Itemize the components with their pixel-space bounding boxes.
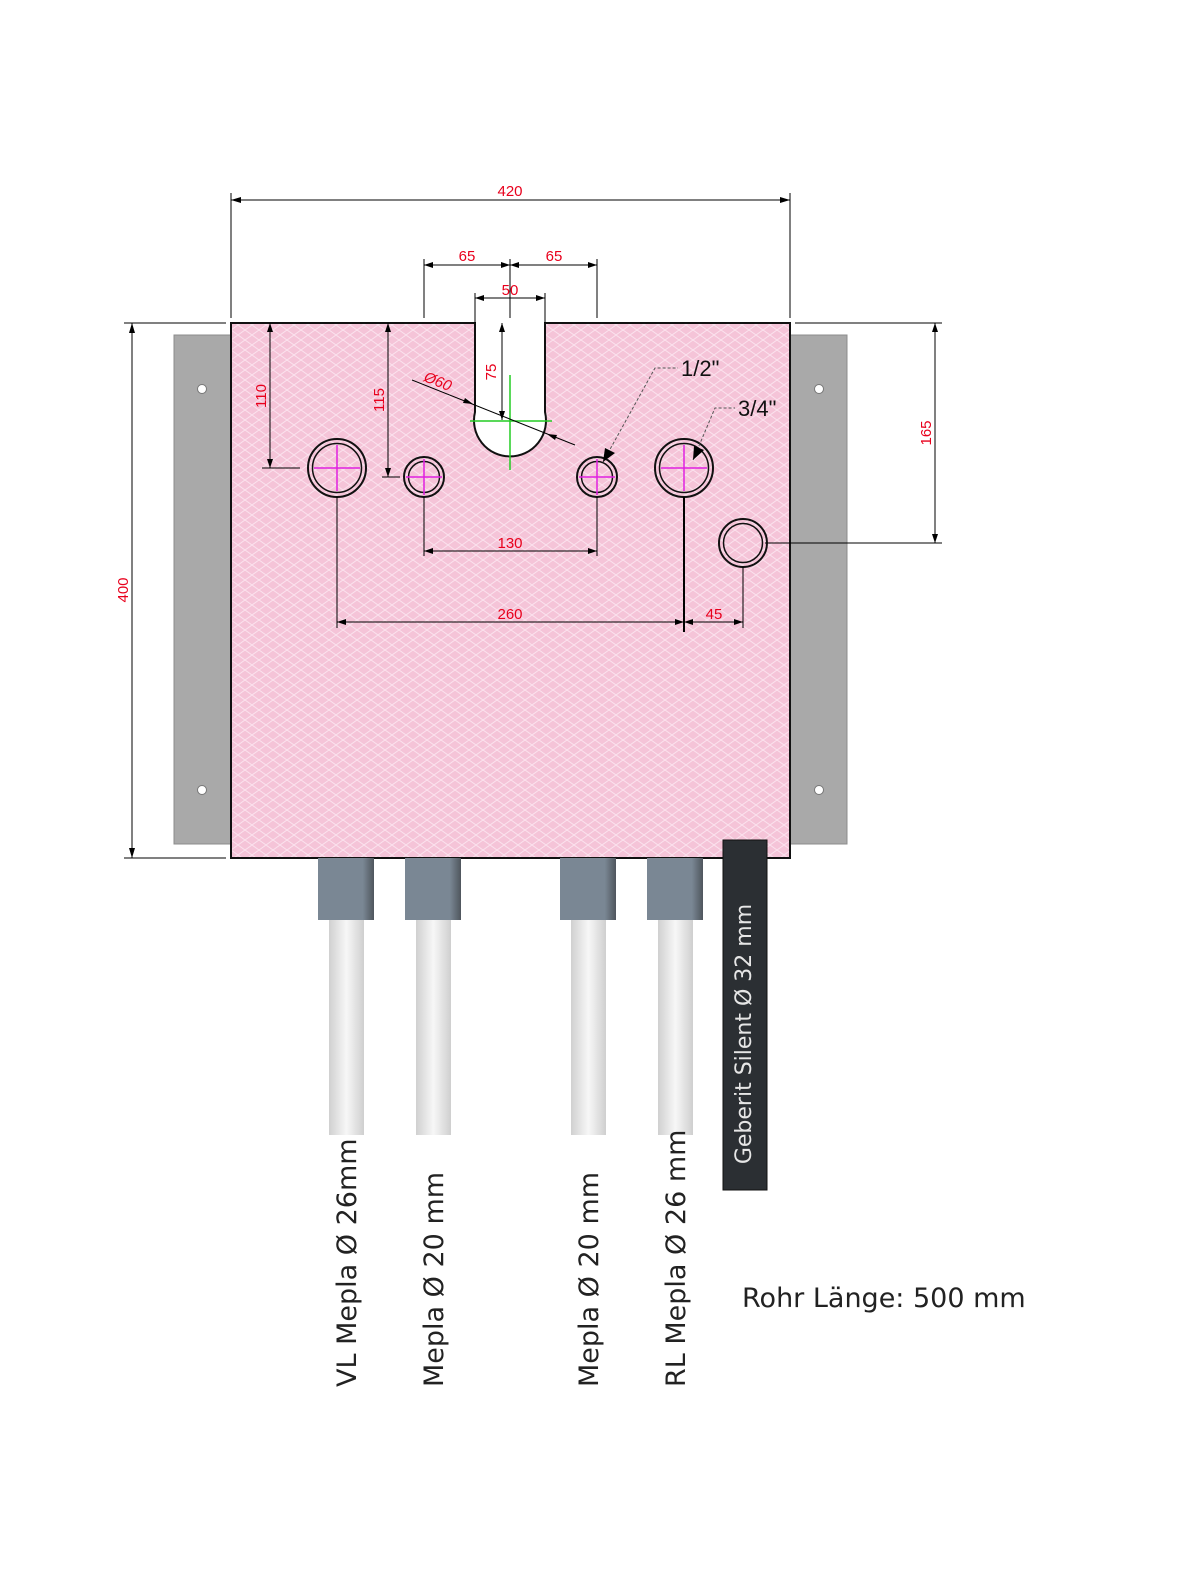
dim-label-165: 165 xyxy=(918,420,935,445)
screw-hole xyxy=(814,384,824,394)
hole-rl-26 xyxy=(654,438,714,498)
dim-label-75: 75 xyxy=(483,364,500,381)
dimension-slot-depth: 75 xyxy=(483,323,505,420)
screw-hole xyxy=(197,785,207,795)
dim-label-65-left: 65 xyxy=(459,248,476,265)
hole-vl-26 xyxy=(307,438,367,498)
dimension-overall-height: 400 xyxy=(115,322,226,859)
callout-label-three-quarter-inch: 3/4" xyxy=(738,396,776,421)
pipe-vl-mepla-26 xyxy=(318,858,374,1135)
dim-label-130: 130 xyxy=(497,535,522,552)
dimension-height-110: 110 xyxy=(253,323,300,469)
dimension-spacing-130: 130 xyxy=(423,497,598,556)
pipe-label-vl: VL Mepla Ø 26mm xyxy=(332,1138,363,1387)
dimension-overall-width: 420 xyxy=(230,183,791,318)
pipe-mepla-20-left xyxy=(405,858,461,1135)
dim-label-260: 260 xyxy=(497,606,522,623)
dim-label-400: 400 xyxy=(115,577,132,602)
right-mounting-bracket xyxy=(789,334,848,845)
callout-half-inch: 1/2" xyxy=(602,356,719,463)
callout-three-quarter-inch: 3/4" xyxy=(692,396,776,461)
dim-label-420: 420 xyxy=(497,183,522,200)
mounting-plate xyxy=(230,322,791,859)
screw-hole xyxy=(814,785,824,795)
dimension-spacing-260: 260 45 xyxy=(336,497,744,632)
pipe-label-rl: RL Mepla Ø 26 mm xyxy=(661,1130,692,1387)
dimension-height-165: 165 xyxy=(765,322,942,544)
pipe-label-mepla-left: Mepla Ø 20 mm xyxy=(419,1172,450,1387)
pipe-mepla-20-right xyxy=(560,858,616,1135)
screw-hole xyxy=(197,384,207,394)
dimension-offsets-65: 65 65 xyxy=(423,248,598,318)
pipe-length-note: Rohr Länge: 500 mm xyxy=(742,1283,1026,1314)
dimension-height-115: 115 xyxy=(371,323,400,478)
slot-center-mark xyxy=(470,375,552,470)
hole-mepla-20-right xyxy=(576,456,618,498)
pipe-geberit-silent-32: Geberit Silent Ø 32 mm xyxy=(722,839,768,1191)
dim-label-45: 45 xyxy=(706,606,723,623)
pipe-label-mepla-right: Mepla Ø 20 mm xyxy=(574,1172,605,1387)
geberit-label: Geberit Silent Ø 32 mm xyxy=(732,904,757,1164)
hole-mepla-20-left xyxy=(403,456,445,498)
dimension-slot-width: 50 xyxy=(474,282,546,323)
dim-label-50: 50 xyxy=(502,282,519,299)
dim-label-110: 110 xyxy=(253,384,270,408)
dim-label-115: 115 xyxy=(371,388,388,412)
dim-label-65-right: 65 xyxy=(546,248,563,265)
left-mounting-bracket xyxy=(173,334,233,845)
pipe-rl-mepla-26 xyxy=(647,858,703,1135)
callout-label-half-inch: 1/2" xyxy=(681,356,719,381)
